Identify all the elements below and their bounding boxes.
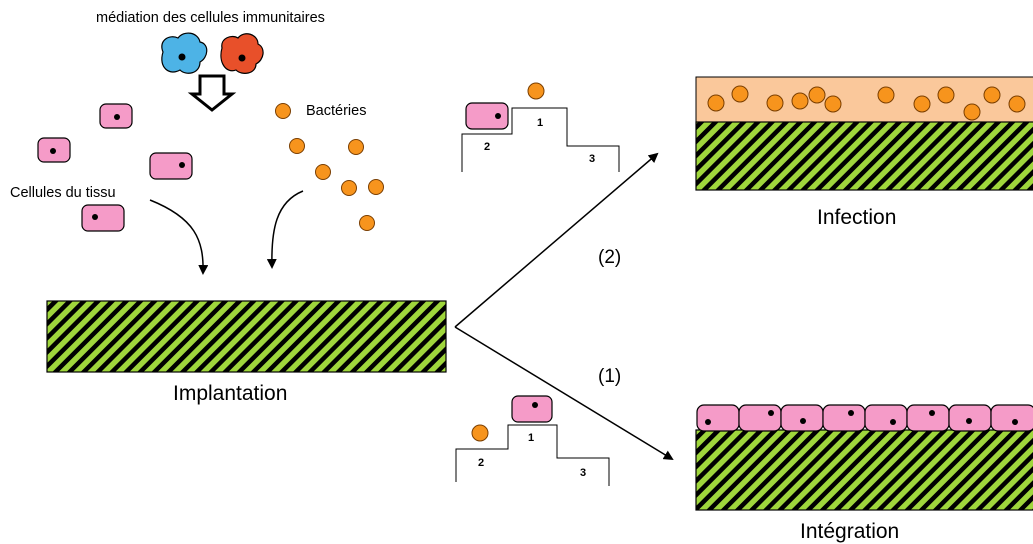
tissue-cells-label: Cellules du tissu	[10, 185, 116, 201]
bacterium	[731, 85, 749, 103]
tissue-cell	[81, 204, 125, 232]
bacteria-to-implant-arrow	[266, 190, 304, 269]
implantation-label: Implantation	[173, 382, 287, 405]
podium-step-2: 2	[484, 141, 490, 153]
bacterium	[289, 138, 305, 154]
immune-mediation-label: médiation des cellules immunitaires	[96, 10, 325, 26]
bacterium	[963, 103, 981, 121]
bacterium	[808, 86, 826, 104]
integration-label: Intégration	[800, 520, 899, 543]
tissue-cell	[37, 137, 71, 163]
podium-integration: 1 2 3	[455, 395, 610, 486]
integration-outcome: Intégration	[695, 404, 1033, 543]
cells-to-implant-arrow	[149, 199, 209, 275]
tissue-cell	[149, 152, 193, 180]
bacterium	[348, 139, 364, 155]
immune-cell-blue	[161, 32, 208, 74]
arrow-to-integration	[454, 326, 674, 461]
bacterium	[368, 179, 384, 195]
implant-material	[46, 300, 447, 373]
tissue-cell-layer	[696, 404, 1033, 432]
arrow-to-infection	[454, 152, 659, 328]
implant-material	[695, 121, 1033, 191]
bacterium	[1008, 95, 1026, 113]
tissue-cell	[465, 102, 509, 130]
implant-material	[695, 429, 1033, 511]
podium-step-1: 1	[537, 117, 543, 129]
bacterium	[471, 424, 489, 442]
podium-step-2: 2	[478, 457, 484, 469]
infection-outcome: Infection	[695, 76, 1033, 229]
path-infection-label: (2)	[598, 247, 621, 268]
path-integration-label: (1)	[598, 366, 621, 387]
bacterium	[913, 95, 931, 113]
podium-step-3: 3	[580, 467, 586, 479]
bacteria-label: Bactéries	[306, 103, 366, 119]
bacterium	[824, 95, 842, 113]
bacterium	[983, 86, 1001, 104]
bacterium	[877, 86, 895, 104]
bacterium	[527, 82, 545, 100]
bacterium	[341, 180, 357, 196]
bacterium	[315, 164, 331, 180]
bacterial-biofilm-layer	[695, 76, 1033, 123]
podium-infection: 1 2 3	[461, 82, 620, 172]
bacterium	[766, 94, 784, 112]
tissue-cell	[511, 395, 553, 423]
infection-label: Infection	[817, 206, 896, 229]
bacterium	[937, 86, 955, 104]
podium-step-3: 3	[589, 153, 595, 165]
bacterium	[791, 92, 809, 110]
immune-cell-red	[220, 33, 264, 74]
bacterium	[275, 103, 291, 119]
down-block-arrow-icon	[187, 74, 237, 112]
bacterium	[707, 94, 725, 112]
tissue-cell	[99, 103, 133, 129]
bacterium	[359, 215, 375, 231]
podium-step-1: 1	[528, 432, 534, 444]
